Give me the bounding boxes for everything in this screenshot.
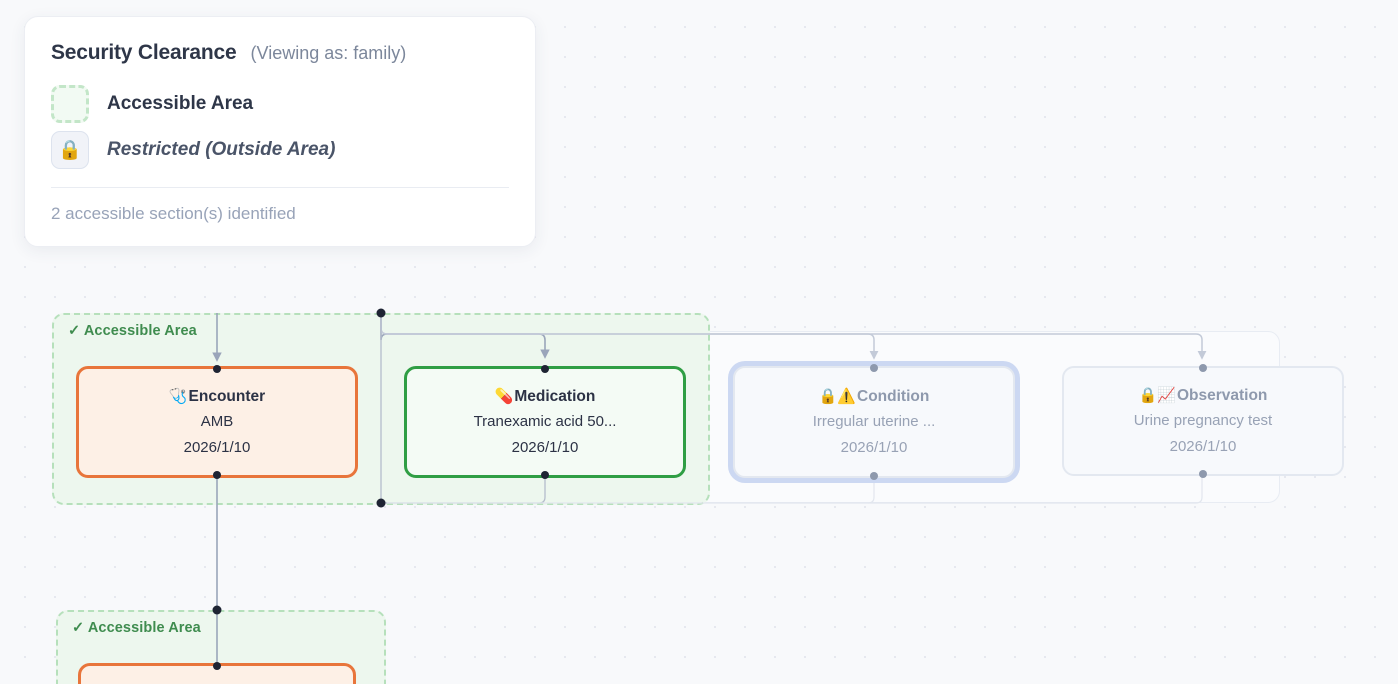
- handle-top[interactable]: [213, 365, 221, 373]
- legend-row-accessible: Accessible Area: [51, 81, 509, 127]
- node-encounter[interactable]: 🩺 Encounter AMB 2026/1/10: [76, 365, 358, 479]
- node-encounter-subtitle: AMB: [200, 413, 234, 431]
- node-observation-date: 2026/1/10: [1169, 437, 1237, 455]
- node-medication-title: Medication: [514, 387, 596, 405]
- node-observation-subtitle: Urine pregnancy test: [1133, 412, 1273, 430]
- legend-row-restricted: 🔒 Restricted (Outside Area): [51, 127, 509, 173]
- node-encounter-2[interactable]: [78, 662, 356, 684]
- accessible-sections-count: 2 accessible section(s) identified: [51, 204, 296, 223]
- node-observation-title: Observation: [1176, 386, 1268, 404]
- stethoscope-icon: 🩺: [168, 387, 188, 405]
- group-accessible-label-2: ✓ Accessible Area: [72, 620, 201, 636]
- handle-top[interactable]: [870, 364, 878, 372]
- node-condition-date: 2026/1/10: [840, 438, 908, 456]
- node-encounter-title: Encounter: [188, 387, 266, 405]
- viewing-as-label: (Viewing as: family): [250, 43, 407, 63]
- legend-header: Security Clearance (Viewing as: family): [51, 41, 509, 65]
- node-encounter-title-row: 🩺 Encounter: [169, 388, 265, 405]
- node-condition-title: Condition: [857, 387, 930, 405]
- handle-top[interactable]: [541, 365, 549, 373]
- handle-bottom[interactable]: [213, 471, 221, 479]
- node-observation-title-row: 🔒📈 Observation: [1139, 387, 1268, 404]
- dashed-green-square-icon: [51, 85, 89, 123]
- pill-icon: 💊: [494, 387, 514, 405]
- handle-bottom[interactable]: [541, 471, 549, 479]
- node-encounter-date: 2026/1/10: [183, 438, 251, 456]
- node-medication-date: 2026/1/10: [511, 438, 579, 456]
- handle-bottom[interactable]: [1199, 470, 1207, 478]
- legend-divider: [51, 187, 509, 188]
- node-medication-title-row: 💊 Medication: [495, 388, 596, 405]
- handle-top[interactable]: [1199, 364, 1207, 372]
- node-condition-subtitle: Irregular uterine ...: [812, 413, 936, 431]
- group-accessible-label-1: ✓ Accessible Area: [68, 323, 197, 339]
- handle-top[interactable]: [213, 662, 221, 670]
- legend-label-restricted: Restricted (Outside Area): [107, 139, 336, 160]
- handle-bottom[interactable]: [870, 472, 878, 480]
- lock-warning-icon: 🔒⚠️: [818, 387, 857, 405]
- node-observation[interactable]: 🔒📈 Observation Urine pregnancy test 2026…: [1062, 364, 1344, 478]
- node-medication-subtitle: Tranexamic acid 50...: [473, 413, 617, 431]
- security-clearance-panel: Security Clearance (Viewing as: family) …: [24, 16, 536, 247]
- legend-label-accessible: Accessible Area: [107, 93, 254, 114]
- node-condition-title-row: 🔒⚠️ Condition: [819, 388, 930, 405]
- lock-chart-icon: 🔒📈: [1138, 386, 1176, 404]
- node-condition[interactable]: 🔒⚠️ Condition Irregular uterine ... 2026…: [733, 364, 1015, 480]
- lock-icon: 🔒: [51, 131, 89, 169]
- node-medication[interactable]: 💊 Medication Tranexamic acid 50... 2026/…: [404, 365, 686, 479]
- page-title: Security Clearance: [51, 41, 237, 64]
